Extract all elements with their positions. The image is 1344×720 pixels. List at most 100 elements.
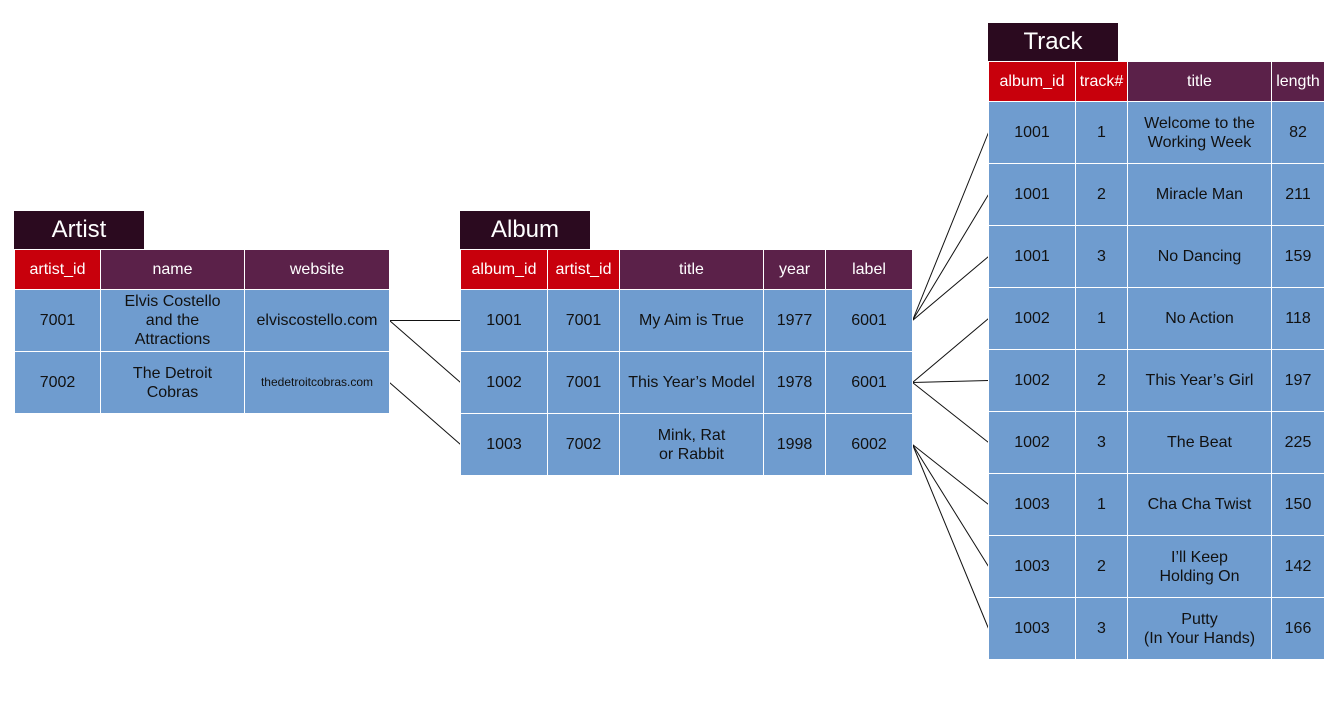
track-cell: 1003 xyxy=(988,597,1076,660)
album-column-header: year xyxy=(763,249,826,290)
track-cell: 142 xyxy=(1271,535,1325,598)
album-entity-title: Album xyxy=(460,211,590,249)
track-column-header: title xyxy=(1127,61,1272,102)
album-cell: 1998 xyxy=(763,413,826,476)
track-cell: 150 xyxy=(1271,473,1325,536)
track-cell: 1002 xyxy=(988,411,1076,474)
track-cell: The Beat xyxy=(1127,411,1272,474)
track-cell: No Dancing xyxy=(1127,225,1272,288)
album-cell: 6002 xyxy=(825,413,913,476)
artist-cell: The Detroit Cobras xyxy=(100,351,245,414)
album-cell: 1002 xyxy=(460,351,548,414)
relationship-line xyxy=(389,320,461,383)
artist-cell: thedetroitcobras.com xyxy=(244,351,390,414)
relationship-line xyxy=(912,444,989,505)
album-cell: 6001 xyxy=(825,351,913,414)
track-cell: 3 xyxy=(1075,411,1128,474)
track-cell: 166 xyxy=(1271,597,1325,660)
track-cell: 159 xyxy=(1271,225,1325,288)
track-cell: 1001 xyxy=(988,101,1076,164)
track-cell: 82 xyxy=(1271,101,1325,164)
album-column-header: label xyxy=(825,249,913,290)
track-cell: 2 xyxy=(1075,535,1128,598)
album-column-header: title xyxy=(619,249,764,290)
track-cell: 1 xyxy=(1075,101,1128,164)
artist-cell: elviscostello.com xyxy=(244,289,390,352)
track-cell: 1002 xyxy=(988,349,1076,412)
artist-cell: Elvis Costello and the Attractions xyxy=(100,289,245,352)
track-cell: Welcome to the Working Week xyxy=(1127,101,1272,164)
relationship-line xyxy=(389,382,461,445)
track-cell: 118 xyxy=(1271,287,1325,350)
album-cell: 1003 xyxy=(460,413,548,476)
relationship-line xyxy=(912,444,989,629)
artist-column-header: name xyxy=(100,249,245,290)
album-cell: 1001 xyxy=(460,289,548,352)
album-cell: 1977 xyxy=(763,289,826,352)
track-cell: I’ll Keep Holding On xyxy=(1127,535,1272,598)
artist-column-header: artist_id xyxy=(14,249,101,290)
track-cell: 225 xyxy=(1271,411,1325,474)
album-cell: 7001 xyxy=(547,289,620,352)
track-column-header: album_id xyxy=(988,61,1076,102)
track-cell: 1003 xyxy=(988,535,1076,598)
track-cell: 1 xyxy=(1075,287,1128,350)
track-cell: No Action xyxy=(1127,287,1272,350)
relationship-line xyxy=(912,194,989,321)
track-cell: Cha Cha Twist xyxy=(1127,473,1272,536)
track-cell: 1002 xyxy=(988,287,1076,350)
artist-column-header: website xyxy=(244,249,390,290)
track-column-header: track# xyxy=(1075,61,1128,102)
relationship-line xyxy=(912,318,989,383)
relationship-line xyxy=(912,444,989,567)
relationship-line xyxy=(912,382,989,443)
track-cell: 197 xyxy=(1271,349,1325,412)
track-entity-title: Track xyxy=(988,23,1118,61)
track-cell: Putty (In Your Hands) xyxy=(1127,597,1272,660)
track-cell: 1001 xyxy=(988,163,1076,226)
album-cell: 7001 xyxy=(547,351,620,414)
artist-cell: 7001 xyxy=(14,289,101,352)
track-cell: 2 xyxy=(1075,163,1128,226)
album-column-header: artist_id xyxy=(547,249,620,290)
track-cell: 3 xyxy=(1075,225,1128,288)
album-cell: This Year’s Model xyxy=(619,351,764,414)
artist-cell: 7002 xyxy=(14,351,101,414)
track-cell: 2 xyxy=(1075,349,1128,412)
album-cell: 6001 xyxy=(825,289,913,352)
album-cell: My Aim is True xyxy=(619,289,764,352)
relationship-line xyxy=(912,380,989,383)
relationship-line xyxy=(912,256,989,321)
track-cell: 1003 xyxy=(988,473,1076,536)
album-cell: Mink, Rat or Rabbit xyxy=(619,413,764,476)
track-column-header: length xyxy=(1271,61,1325,102)
relationship-line xyxy=(912,132,989,321)
track-cell: 1001 xyxy=(988,225,1076,288)
track-cell: 211 xyxy=(1271,163,1325,226)
artist-entity-title: Artist xyxy=(14,211,144,249)
album-column-header: album_id xyxy=(460,249,548,290)
album-cell: 1978 xyxy=(763,351,826,414)
